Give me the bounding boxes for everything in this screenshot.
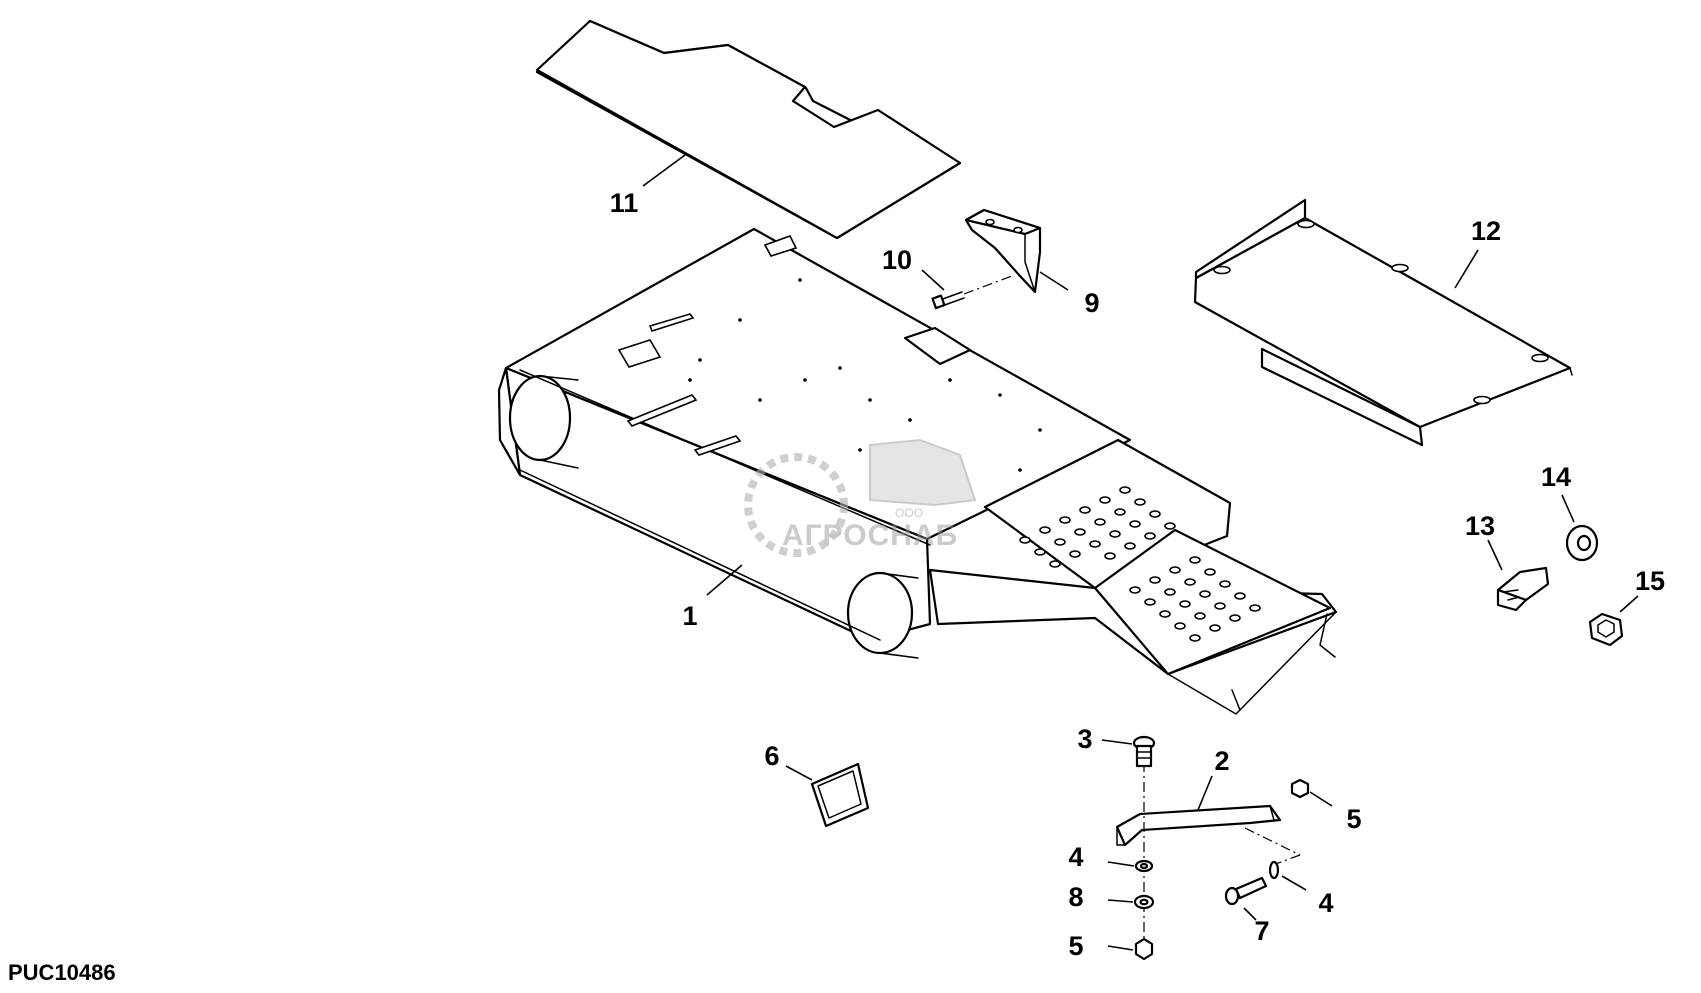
- part-5-nut-stack: [1134, 937, 1154, 961]
- callout-15: 15: [1635, 566, 1665, 596]
- leader-8: [1107, 899, 1134, 903]
- callout-3: 3: [1077, 724, 1092, 754]
- callout-12: 12: [1471, 216, 1501, 246]
- callout-5a: 5: [1068, 931, 1083, 961]
- leader-15: [1619, 595, 1639, 613]
- part-10-bolt: [931, 291, 965, 310]
- drawing-code: PUC10486: [8, 960, 116, 985]
- callout-6: 6: [764, 741, 779, 771]
- part-4-washer-stack: [1134, 859, 1154, 873]
- watermark-small-text: ООО: [895, 506, 923, 520]
- leader-6: [785, 765, 813, 781]
- leader-13: [1487, 539, 1503, 571]
- part-14-washer: [1565, 524, 1599, 562]
- callout-14: 14: [1541, 462, 1571, 492]
- perforations-step: [1129, 556, 1261, 642]
- callout-4a: 4: [1068, 842, 1083, 872]
- centerline-10: [963, 275, 1013, 295]
- callout-2: 2: [1214, 746, 1229, 776]
- callout-11: 11: [610, 188, 639, 218]
- leader-10: [921, 269, 945, 291]
- callout-5b: 5: [1346, 804, 1361, 834]
- watermark-text: АГРОСНАБ: [782, 519, 958, 552]
- leader-12: [1454, 249, 1479, 289]
- part-1-main-frame: [497, 227, 1338, 715]
- callout-8: 8: [1068, 882, 1083, 912]
- leader-2: [1197, 775, 1213, 811]
- callout-4b: 4: [1318, 888, 1333, 918]
- part-12-side-panel: [1193, 198, 1573, 447]
- part-15-hex-nut: [1588, 612, 1624, 647]
- leader-5a: [1107, 945, 1134, 951]
- leader-5b: [1309, 791, 1333, 807]
- centerline-right: [1244, 827, 1301, 856]
- part-4-washer-right: [1268, 860, 1280, 880]
- part-8-washer: [1133, 894, 1155, 910]
- part-11-floor-mat: [535, 19, 962, 240]
- leader-9: [1039, 271, 1069, 291]
- leader-4a: [1107, 861, 1135, 867]
- callout-7: 7: [1254, 916, 1269, 946]
- callout-13: 13: [1465, 511, 1495, 541]
- part-2-strap: [1115, 804, 1282, 847]
- part-9-bracket: [964, 208, 1042, 294]
- watermark-logo: ООО АГРОСНАБ: [744, 438, 977, 557]
- part-5-nut-upper: [1290, 778, 1310, 799]
- leader-3: [1101, 739, 1133, 745]
- callout-9: 9: [1084, 288, 1099, 318]
- part-6-gasket: [810, 762, 870, 828]
- leader-7: [1243, 907, 1257, 921]
- part-13-hex-bolt: [1496, 566, 1550, 612]
- part-7-bolt: [1224, 876, 1268, 906]
- leader-14: [1561, 494, 1575, 523]
- callout-10: 10: [882, 245, 912, 275]
- leader-11: [642, 154, 686, 187]
- leader-4b: [1281, 875, 1307, 891]
- perforations-cover: [1019, 486, 1176, 568]
- part-3-carriage-bolt: [1132, 735, 1156, 768]
- leader-1: [706, 564, 743, 596]
- callout-1: 1: [682, 601, 697, 631]
